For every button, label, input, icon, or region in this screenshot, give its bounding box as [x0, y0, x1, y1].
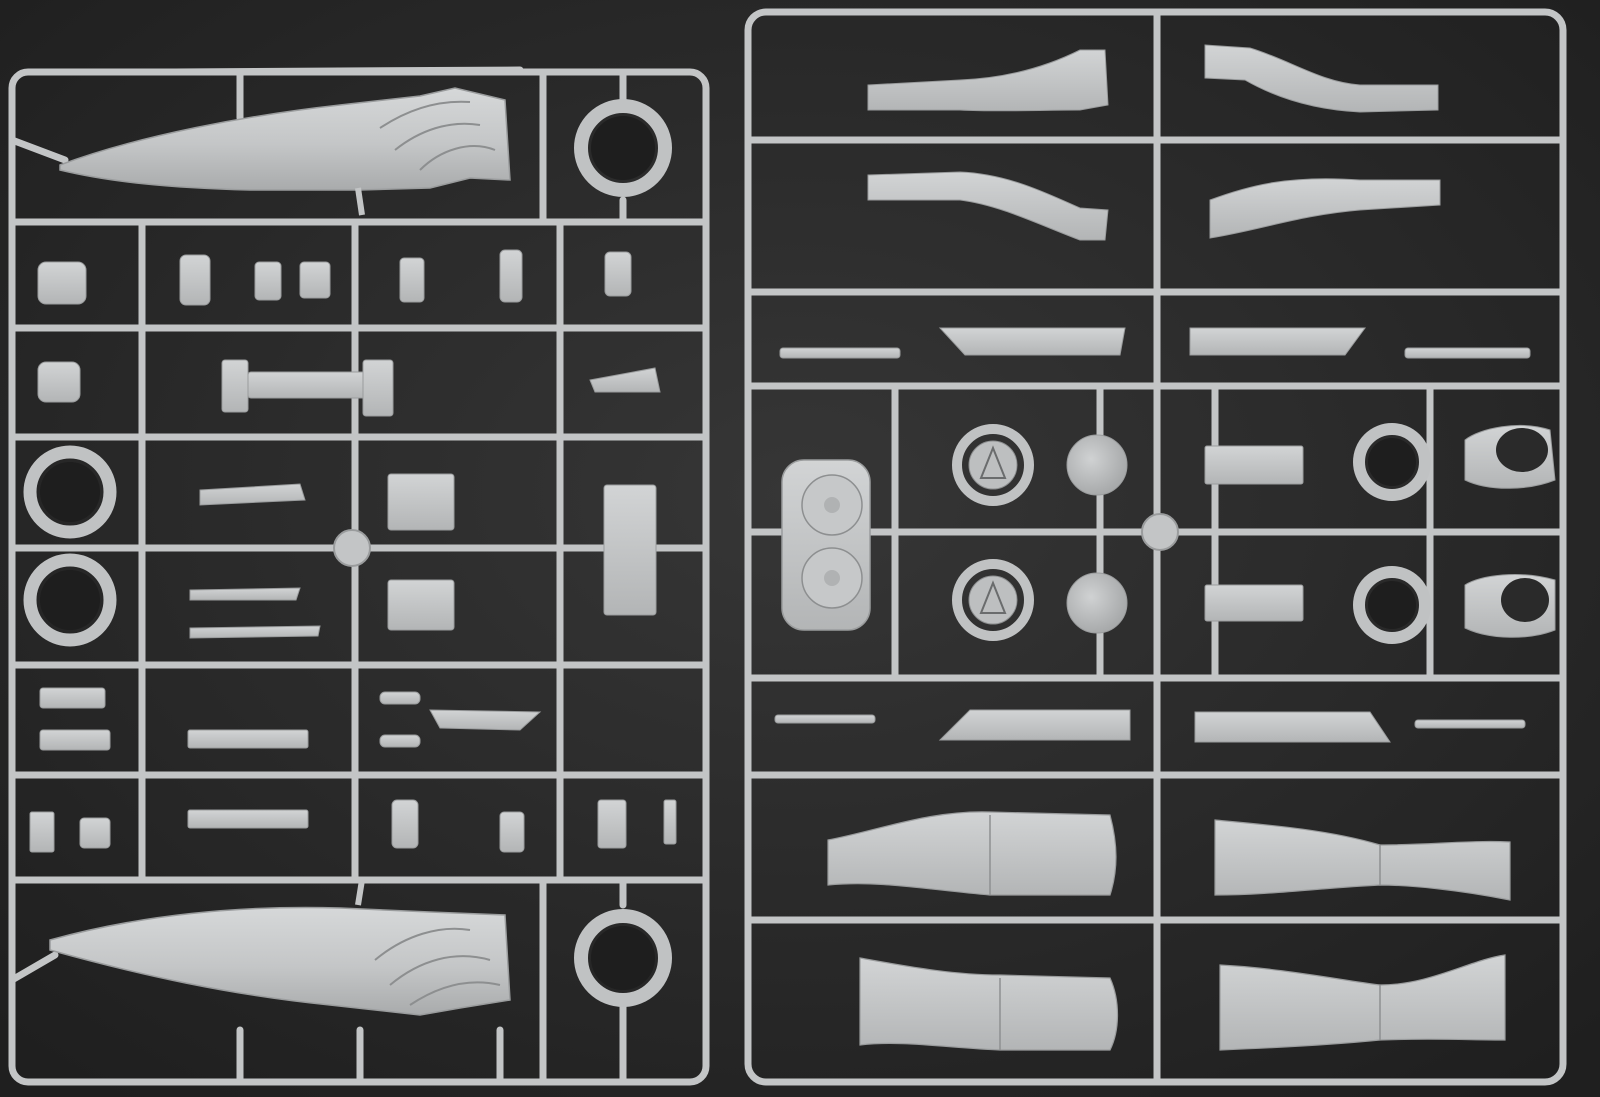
intake-rings-left	[23, 99, 672, 1007]
hub-center-left	[333, 529, 371, 567]
fuselage-nose-bottom	[49, 879, 511, 1016]
ring-bottom-right	[574, 909, 672, 1007]
exhaust-ring-2	[1353, 566, 1431, 644]
intake-ducts	[827, 811, 1511, 1051]
right-upper-panels	[867, 44, 1441, 241]
intake-duct-highlights	[989, 815, 1381, 1050]
compressor-face-bottom	[952, 559, 1034, 641]
panel-block-bottom	[1204, 584, 1304, 622]
fan-disc-top	[1066, 434, 1128, 496]
panel-block-top	[1204, 445, 1304, 485]
right-trim-strips	[774, 327, 1531, 743]
left-small-parts	[29, 249, 677, 853]
ring-mid-1	[23, 445, 117, 539]
compressor-face-top	[952, 424, 1034, 506]
ring-mid-2	[23, 553, 117, 647]
fan-disc-bottom	[1066, 572, 1128, 634]
fuselage-nose-top	[59, 87, 511, 216]
exhaust-ring-1	[1353, 423, 1431, 501]
ring-top-right	[574, 99, 672, 197]
fan-assembly	[781, 423, 1556, 644]
hub-center-right	[1141, 513, 1179, 551]
